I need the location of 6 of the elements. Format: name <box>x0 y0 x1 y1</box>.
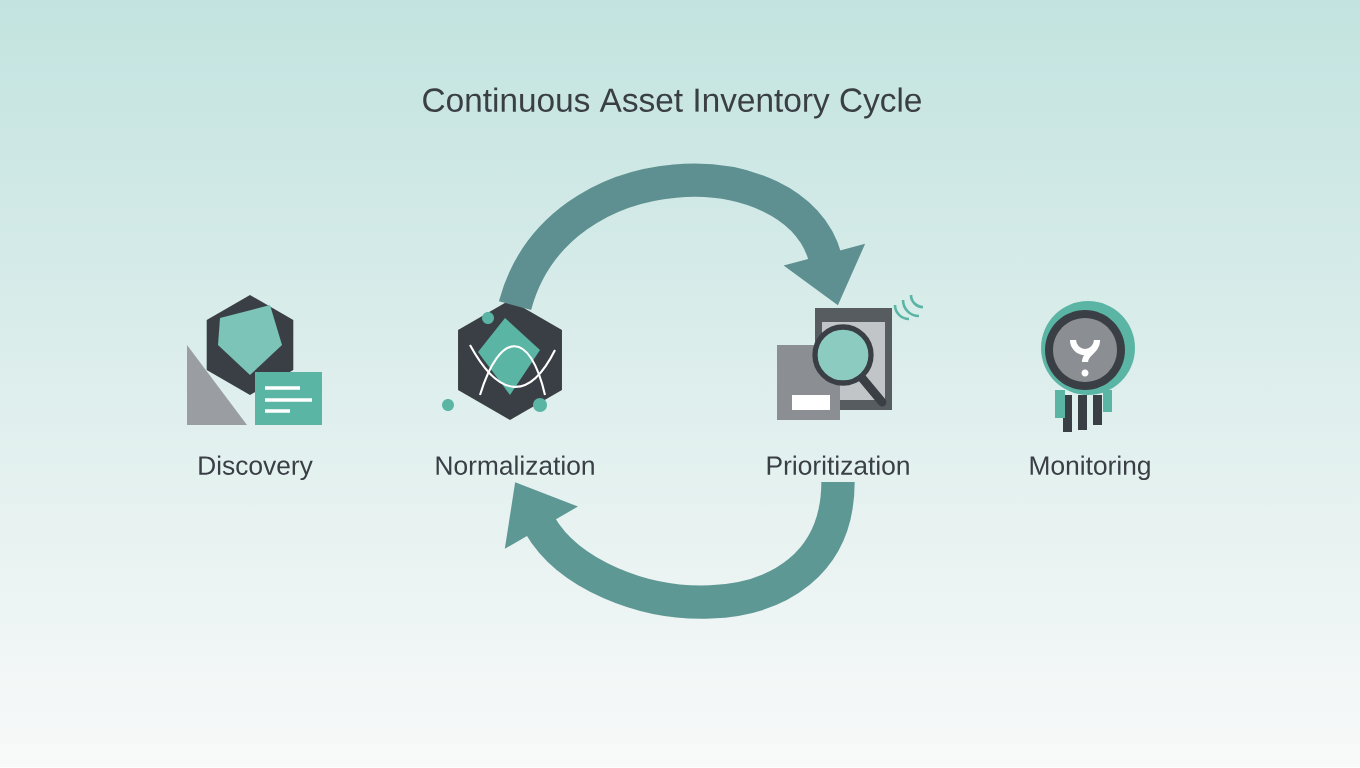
step-label: Normalization <box>436 455 594 475</box>
title: Continuous Asset Inventory Cycle <box>423 87 921 119</box>
cycle-arrow <box>504 479 855 619</box>
step-label: Monitoring <box>1030 455 1150 481</box>
step-label: Prioritization <box>767 455 909 475</box>
step-label: Discovery <box>199 455 313 481</box>
